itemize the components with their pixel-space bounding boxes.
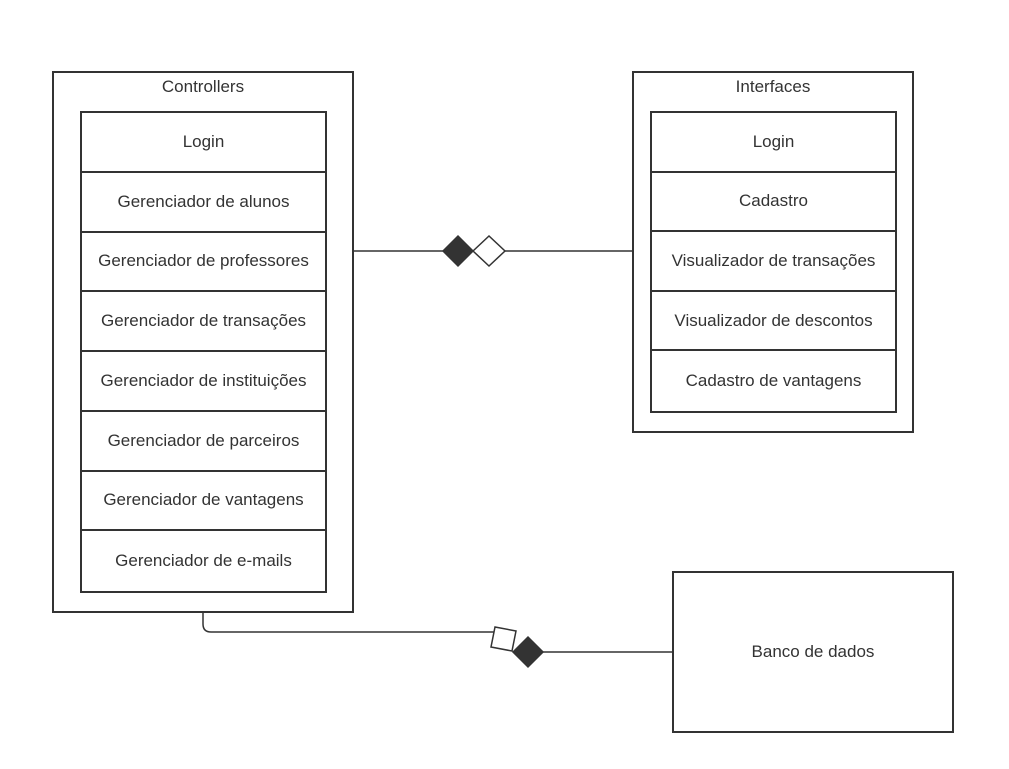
controller-item-vantagens: Gerenciador de vantagens: [82, 472, 325, 532]
interfaces-list: Login Cadastro Visualizador de transaçõe…: [650, 111, 897, 413]
interface-item-cadastro-vantagens: Cadastro de vantagens: [685, 371, 862, 391]
interface-item-login: Login: [652, 113, 895, 173]
controller-item-professores: Gerenciador de professores: [82, 233, 325, 293]
controllers-title: Controllers: [161, 77, 245, 96]
interfaces-package: Interfaces Login Cadastro Visualizador d…: [632, 71, 914, 433]
database-box: Banco de dados: [672, 571, 954, 733]
controllers-database-line: [202, 612, 495, 633]
controllers-package: Controllers Login Gerenciador de alunos …: [52, 71, 354, 613]
interface-item-visualizador-descontos: Visualizador de descontos: [652, 292, 895, 352]
controller-item-emails: Gerenciador de e-mails: [115, 551, 292, 571]
filled-diamond-marker-db: [511, 635, 545, 669]
controller-item-parceiros: Gerenciador de parceiros: [82, 412, 325, 472]
interface-item-visualizador-transacoes: Visualizador de transações: [652, 232, 895, 292]
interface-item-cadastro: Cadastro: [652, 173, 895, 233]
controllers-list: Login Gerenciador de alunos Gerenciador …: [80, 111, 327, 593]
interfaces-title: Interfaces: [735, 77, 811, 96]
controller-item-transacoes: Gerenciador de transações: [82, 292, 325, 352]
database-label: Banco de dados: [751, 642, 875, 661]
hollow-square-marker: [490, 626, 517, 652]
controller-item-login: Login: [82, 113, 325, 173]
controller-item-alunos: Gerenciador de alunos: [82, 173, 325, 233]
controller-item-instituicoes: Gerenciador de instituições: [82, 352, 325, 412]
filled-diamond-marker: [441, 234, 475, 268]
hollow-diamond-marker: [471, 234, 507, 268]
